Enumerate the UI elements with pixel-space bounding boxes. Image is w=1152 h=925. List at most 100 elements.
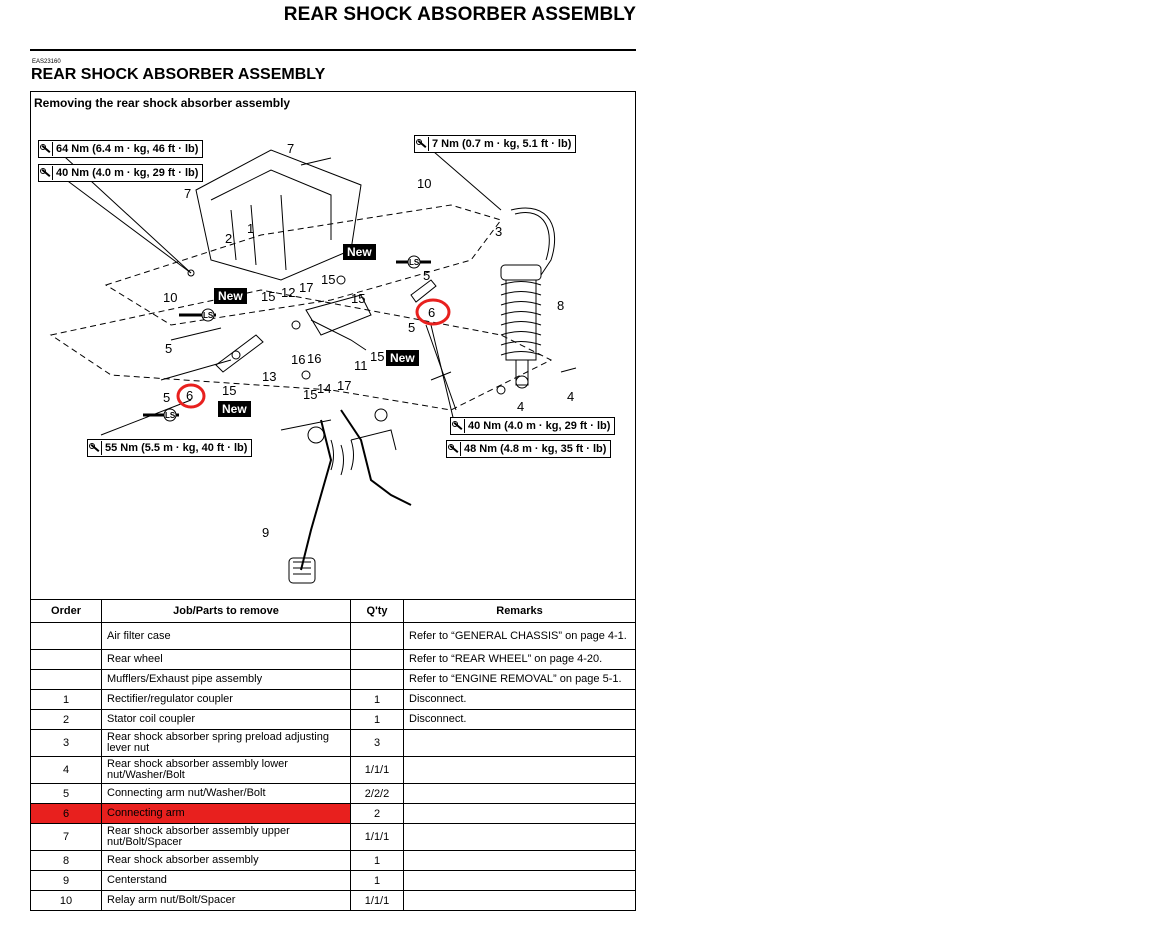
- cell-remarks: [403, 729, 636, 757]
- section-title: REAR SHOCK ABSORBER ASSEMBLY: [31, 66, 326, 83]
- ls-label-3: LS: [165, 411, 176, 420]
- table-row: 2 Stator coil coupler 1 Disconnect.: [30, 709, 636, 730]
- cell-remarks: Disconnect.: [403, 689, 636, 710]
- part-label: 7: [287, 141, 294, 156]
- part-label: 15: [222, 383, 236, 398]
- exploded-diagram: LS LS LS 7 7 10 3 2 1 10 8 15 12 17 15 1…: [49, 141, 577, 584]
- table-row: 10 Relay arm nut/Bolt/Spacer 1/1/1: [30, 890, 636, 911]
- cell-order: 10: [30, 890, 102, 911]
- table-row: 4 Rear shock absorber assembly lower nut…: [30, 756, 636, 784]
- part-label: 16: [291, 352, 305, 367]
- part-label: 15: [351, 291, 365, 306]
- section-code: EAS23160: [32, 59, 61, 65]
- table-row-highlighted: 6 Connecting arm 2: [30, 803, 636, 824]
- cell-remarks: [403, 756, 636, 784]
- figure-frame: [30, 91, 636, 600]
- cell-order: [30, 669, 102, 690]
- cell-order: 3: [30, 729, 102, 757]
- highlight-circle-upper: [415, 298, 451, 326]
- cell-qty: 1: [350, 709, 404, 730]
- cell-job: Rear shock absorber assembly upper nut/B…: [101, 823, 351, 851]
- header-job: Job/Parts to remove: [101, 599, 351, 623]
- cell-remarks: Refer to “GENERAL CHASSIS” on page 4-1.: [403, 622, 636, 650]
- part-label: 15: [370, 349, 384, 364]
- cell-order: 1: [30, 689, 102, 710]
- figure-subtitle: Removing the rear shock absorber assembl…: [34, 96, 291, 110]
- part-label: 9: [262, 525, 269, 540]
- cell-job: Air filter case: [101, 622, 351, 650]
- wrench-icon: [88, 441, 102, 455]
- cell-job: Connecting arm: [101, 803, 351, 824]
- cell-qty: 1: [350, 850, 404, 871]
- header-qty: Q'ty: [350, 599, 404, 623]
- cell-order: 6: [30, 803, 102, 824]
- header-rule: [30, 49, 636, 51]
- torque-callout: 48 Nm (4.8 m · kg, 35 ft · lb): [446, 440, 612, 458]
- torque-value: 55 Nm (5.5 m · kg, 40 ft · lb): [105, 442, 248, 454]
- part-label: 5: [423, 268, 430, 283]
- torque-callout: 40 Nm (4.0 m · kg, 29 ft · lb): [38, 164, 204, 182]
- torque-callout: 7 Nm (0.7 m · kg, 5.1 ft · lb): [414, 135, 577, 153]
- torque-value: 40 Nm (4.0 m · kg, 29 ft · lb): [468, 420, 611, 432]
- table-row: Rear wheel Refer to “REAR WHEEL” on page…: [30, 649, 636, 670]
- part-label: 7: [184, 186, 191, 201]
- table-row: 7 Rear shock absorber assembly upper nut…: [30, 823, 636, 851]
- part-label: 4: [567, 389, 574, 404]
- part-label: 11: [354, 358, 368, 373]
- cell-remarks: [403, 870, 636, 891]
- cell-order: 5: [30, 783, 102, 804]
- part-label: 15: [261, 289, 275, 304]
- cell-job: Stator coil coupler: [101, 709, 351, 730]
- parts-table: Order Job/Parts to remove Q'ty Remarks A…: [30, 599, 636, 911]
- table-row: 9 Centerstand 1: [30, 870, 636, 891]
- cell-remarks: [403, 850, 636, 871]
- cell-remarks: [403, 803, 636, 824]
- wrench-icon: [39, 166, 53, 180]
- cell-qty: 3: [350, 729, 404, 757]
- wrench-icon: [451, 419, 465, 433]
- table-row: 5 Connecting arm nut/Washer/Bolt 2/2/2: [30, 783, 636, 804]
- cell-order: 9: [30, 870, 102, 891]
- wrench-icon: [447, 442, 461, 456]
- cell-job: Relay arm nut/Bolt/Spacer: [101, 890, 351, 911]
- part-label: 17: [337, 378, 351, 393]
- table-row: Mufflers/Exhaust pipe assembly Refer to …: [30, 669, 636, 690]
- cell-order: 2: [30, 709, 102, 730]
- table-header-row: Order Job/Parts to remove Q'ty Remarks: [30, 599, 636, 623]
- part-label: 15: [321, 272, 335, 287]
- cell-qty: 2/2/2: [350, 783, 404, 804]
- cell-remarks: [403, 890, 636, 911]
- part-label: 15: [303, 387, 317, 402]
- part-label: 5: [165, 341, 172, 356]
- table-row: 3 Rear shock absorber spring preload adj…: [30, 729, 636, 757]
- part-label: 6: [186, 388, 193, 403]
- cell-job: Mufflers/Exhaust pipe assembly: [101, 669, 351, 690]
- cell-job: Rear shock absorber assembly: [101, 850, 351, 871]
- cell-qty: 2: [350, 803, 404, 824]
- cell-order: 4: [30, 756, 102, 784]
- table-row: 8 Rear shock absorber assembly 1: [30, 850, 636, 871]
- page-title: REAR SHOCK ABSORBER ASSEMBLY: [283, 4, 636, 25]
- part-label: 8: [557, 298, 564, 313]
- cell-job: Centerstand: [101, 870, 351, 891]
- header-remarks: Remarks: [403, 599, 636, 623]
- part-label: 10: [417, 176, 431, 191]
- part-label: 4: [517, 399, 524, 414]
- cell-qty: 1: [350, 689, 404, 710]
- cell-remarks: Refer to “ENGINE REMOVAL” on page 5-1.: [403, 669, 636, 690]
- new-badge: New: [343, 244, 376, 260]
- cell-qty: [350, 622, 404, 650]
- cell-qty: 1/1/1: [350, 823, 404, 851]
- cell-remarks: [403, 823, 636, 851]
- ls-label-1: LS: [203, 311, 214, 320]
- cell-remarks: [403, 783, 636, 804]
- part-label: 5: [408, 320, 415, 335]
- header-order: Order: [30, 599, 102, 623]
- cell-job: Rear wheel: [101, 649, 351, 670]
- part-label: 1: [247, 221, 254, 236]
- part-label: 16: [307, 351, 321, 366]
- part-label: 2: [225, 231, 232, 246]
- cell-job: Rear shock absorber spring preload adjus…: [101, 729, 351, 757]
- torque-callout: 55 Nm (5.5 m · kg, 40 ft · lb): [87, 439, 253, 457]
- part-label: 5: [163, 390, 170, 405]
